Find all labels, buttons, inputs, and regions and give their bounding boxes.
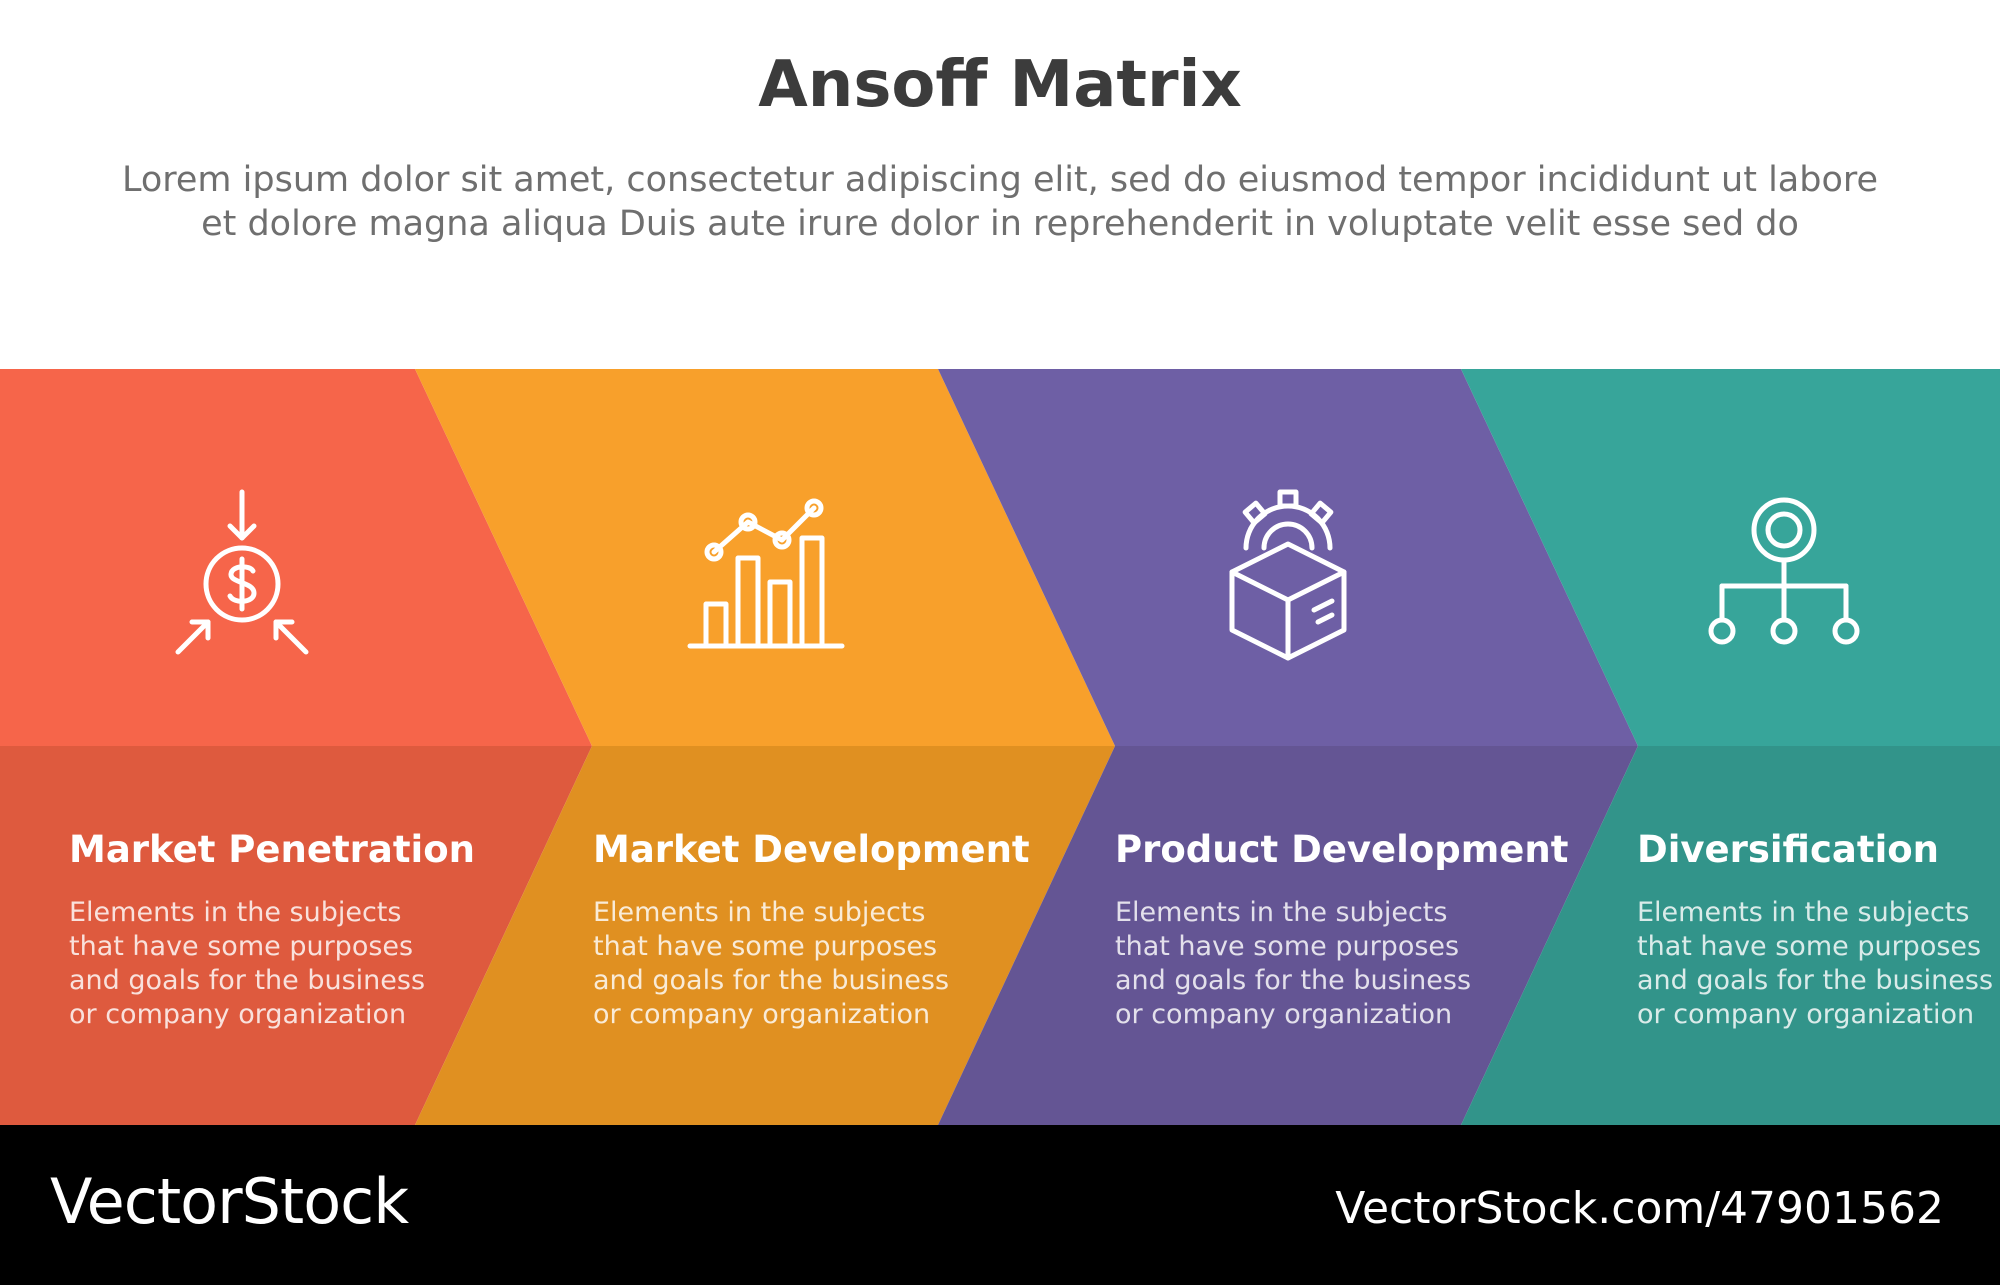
stage-description: Elements in the subjects that have some … — [593, 896, 949, 1032]
stage-description: Elements in the subjects that have some … — [1637, 896, 1993, 1032]
hierarchy-icon — [1708, 497, 1860, 645]
description-line: that have some purposes — [593, 931, 938, 962]
description-line: Elements in the subjects — [69, 897, 402, 928]
stage-description: Elements in the subjects that have some … — [1115, 896, 1471, 1032]
description-line: and goals for the business — [1115, 965, 1472, 996]
page-title: Ansoff Matrix — [758, 48, 1242, 122]
subtitle-line: et dolore magna aliqua Duis aute irure d… — [201, 204, 1799, 244]
stage-title-market-penetration: Market Penetration — [69, 828, 475, 871]
stage-title-market-development: Market Development — [593, 828, 1030, 871]
stage-1-top-shape — [0, 369, 592, 746]
stage-2-top-shape — [415, 369, 1115, 746]
stage-title-product-development: Product Development — [1115, 828, 1569, 871]
brand-logo[interactable]: VectorStock — [50, 1165, 409, 1238]
description-line: and goals for the business — [1637, 965, 1994, 996]
gear-box-icon — [1229, 489, 1347, 661]
description-line: that have some purposes — [1637, 931, 1982, 962]
growth-chart-icon — [687, 498, 845, 649]
stage-4-bottom-shape — [1461, 746, 2000, 1125]
stage-1-bottom-shape — [0, 746, 592, 1125]
subtitle-line: Lorem ipsum dolor sit amet, consectetur … — [121, 160, 1879, 200]
description-line: Elements in the subjects — [593, 897, 926, 928]
description-line: or company organization — [1115, 999, 1453, 1030]
stage-3-bottom-shape — [938, 746, 1638, 1125]
description-line: or company organization — [1637, 999, 1975, 1030]
footer-url[interactable]: VectorStock.com/47901562 — [1335, 1183, 1944, 1234]
description-line: or company organization — [69, 999, 407, 1030]
description-line: Elements in the subjects — [1115, 897, 1448, 928]
description-line: Elements in the subjects — [1637, 897, 1970, 928]
stage-description: Elements in the subjects that have some … — [69, 896, 425, 1032]
footer-bar: VectorStock VectorStock.com/47901562 — [0, 1125, 2000, 1285]
description-line: and goals for the business — [593, 965, 950, 996]
description-line: and goals for the business — [69, 965, 426, 996]
description-line: that have some purposes — [1115, 931, 1460, 962]
stage-title-diversification: Diversification — [1637, 828, 1940, 871]
description-line: that have some purposes — [69, 931, 414, 962]
page-subtitle: Lorem ipsum dolor sit amet, consectetur … — [80, 158, 1920, 246]
dollar-target-icon — [175, 489, 309, 655]
stage-4-top-shape — [1461, 369, 2000, 746]
description-line: or company organization — [593, 999, 931, 1030]
chevron-band — [0, 369, 2000, 1125]
stage-3-top-shape — [938, 369, 1638, 746]
stage-2-bottom-shape — [415, 746, 1115, 1125]
